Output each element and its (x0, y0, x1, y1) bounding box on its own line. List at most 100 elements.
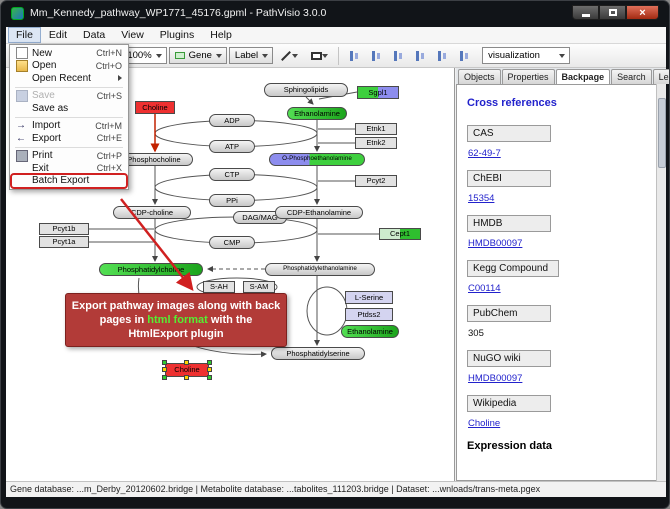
shape-tool-button[interactable] (305, 46, 333, 66)
pathway-node-s-am[interactable]: S-AM (243, 281, 275, 293)
crossref-link-hmdb[interactable]: HMDB00097 (468, 238, 523, 249)
selection-handle[interactable] (162, 360, 167, 365)
sidebar-scrollbar[interactable] (656, 84, 666, 481)
menu-view[interactable]: View (121, 29, 144, 41)
pathway-node-atp[interactable]: ATP (209, 140, 255, 153)
menu-file[interactable]: File (8, 27, 41, 43)
selection-handle[interactable] (207, 375, 212, 380)
pathway-node-ethanolamine[interactable]: Ethanolamine (287, 107, 347, 120)
selection-handle[interactable] (162, 367, 167, 372)
pathway-node-phosphatidylethanolamine[interactable]: Phosphatidylethanolamine (265, 263, 375, 276)
pathway-node-ppi[interactable]: PPi (209, 194, 255, 207)
align-left-icon (348, 50, 360, 62)
chevron-down-icon (155, 53, 162, 58)
node-label: CDP-choline (130, 207, 174, 217)
menu-data[interactable]: Data (83, 29, 106, 41)
selection-handle[interactable] (162, 375, 167, 380)
node-label: Ethanolamine (347, 326, 393, 336)
crossref-link-chebi[interactable]: 15354 (468, 193, 495, 204)
annotation-line-1: Export pathway images along with back (71, 300, 281, 312)
tab-objects[interactable]: Objects (458, 69, 501, 84)
pathway-node-ptdss2[interactable]: Ptdss2 (345, 308, 393, 321)
pathway-node-cdp-ethanolamine[interactable]: CDP-Ethanolamine (275, 206, 363, 219)
pathway-node-o-phosphoethanolamine[interactable]: O-Phosphoethanolamine (269, 153, 365, 166)
pathway-node-cept1[interactable]: Cept1 (379, 228, 421, 240)
crossref-link-nugo-wiki[interactable]: HMDB00097 (468, 373, 523, 384)
pathway-node-etnk1[interactable]: Etnk1 (355, 123, 397, 135)
zoom-combobox[interactable]: 100% (121, 47, 167, 64)
datanode-gene-button[interactable]: Gene (168, 47, 227, 64)
label-tool-button[interactable]: Label (228, 47, 274, 64)
pathway-node-ctp[interactable]: CTP (209, 168, 255, 181)
tab-legend[interactable]: Legend (652, 69, 669, 84)
maximize-button[interactable] (599, 5, 626, 20)
crossref-link-cas[interactable]: 62-49-7 (468, 148, 501, 159)
align-left-button[interactable] (344, 46, 364, 66)
menu-plugins[interactable]: Plugins (159, 29, 195, 41)
pathway-node-l-serine[interactable]: L-Serine (345, 291, 393, 304)
minimize-button[interactable] (572, 5, 599, 20)
scrollbar-thumb[interactable] (658, 98, 666, 168)
pathway-node-phosphatidylcholine[interactable]: Phosphatidylcholine (99, 263, 203, 276)
menu-separator (15, 86, 123, 88)
align-right-button[interactable] (388, 46, 408, 66)
pathway-node-cdp-choline[interactable]: CDP-choline (113, 206, 191, 219)
align-top-button[interactable] (410, 46, 430, 66)
annotation-line-2: pages in html format with the (99, 314, 253, 326)
pathway-node-phosphatidylserine[interactable]: Phosphatidylserine (271, 347, 365, 360)
pathway-node-sgpl1[interactable]: Sgpl1 (357, 86, 399, 99)
pathway-node-cmp[interactable]: CMP (209, 236, 255, 249)
title-bar[interactable]: Mm_Kennedy_pathway_WP1771_45176.gpml - P… (1, 1, 669, 27)
pathway-node-pcyt2[interactable]: Pcyt2 (355, 175, 397, 187)
file-menu-item-open-recent[interactable]: Open Recent (12, 72, 126, 85)
selection-handle[interactable] (184, 360, 189, 365)
pathway-node-s-ah[interactable]: S-AH (203, 281, 235, 293)
align-top-icon (414, 50, 426, 62)
pathway-node-choline[interactable]: Choline (162, 360, 212, 380)
close-button[interactable]: × (626, 5, 659, 20)
pathway-node-choline[interactable]: Choline (135, 101, 175, 114)
pathway-node-adp[interactable]: ADP (209, 114, 255, 127)
backpage-section-chebi: ChEBI (467, 170, 551, 187)
crossref-link-kegg-compound[interactable]: C00114 (468, 283, 501, 294)
pathway-node-etnk2[interactable]: Etnk2 (355, 137, 397, 149)
align-center-button[interactable] (366, 46, 386, 66)
selection-handle[interactable] (207, 360, 212, 365)
selection-handle[interactable] (184, 375, 189, 380)
tab-properties[interactable]: Properties (501, 69, 555, 84)
visualization-combobox[interactable]: visualization (482, 47, 571, 64)
align-right-icon (392, 50, 404, 62)
distribute-vertical-button[interactable] (454, 46, 474, 66)
crossref-link-wikipedia[interactable]: Choline (468, 418, 501, 429)
selection-handle[interactable] (207, 367, 212, 372)
pathway-node-pcyt1a[interactable]: Pcyt1a (39, 236, 89, 248)
sidebar: ObjectsPropertiesBackpageSearchLegend Cr… (456, 68, 669, 481)
menu-help[interactable]: Help (210, 29, 232, 41)
file-menu-item-save-as[interactable]: Save as (12, 102, 126, 115)
pathway-node-pcyt1b[interactable]: Pcyt1b (39, 223, 89, 235)
menu-edit[interactable]: Edit (48, 29, 68, 41)
zoom-value: 100% (127, 50, 152, 61)
distribute-horizontal-button[interactable] (432, 46, 452, 66)
crossref-value-pubchem: 305 (468, 328, 484, 339)
pathway-node-sphingolipids[interactable]: Sphingolipids (264, 83, 348, 97)
status-text: Gene database: ...m_Derby_20120602.bridg… (10, 484, 541, 494)
tab-backpage[interactable]: Backpage (555, 69, 611, 84)
pathway-node-ethanolamine[interactable]: Ethanolamine (341, 325, 399, 338)
tab-search[interactable]: Search (611, 69, 652, 84)
file-menu-item-batch-export[interactable]: Batch Export (10, 172, 128, 189)
line-tool-button[interactable] (275, 46, 303, 66)
menu-item-label: Import (32, 120, 61, 132)
menu-shortcut: Ctrl+P (96, 150, 122, 161)
node-label: Phosphatidylcholine (117, 264, 185, 274)
status-bar: Gene database: ...m_Derby_20120602.bridg… (6, 481, 666, 497)
